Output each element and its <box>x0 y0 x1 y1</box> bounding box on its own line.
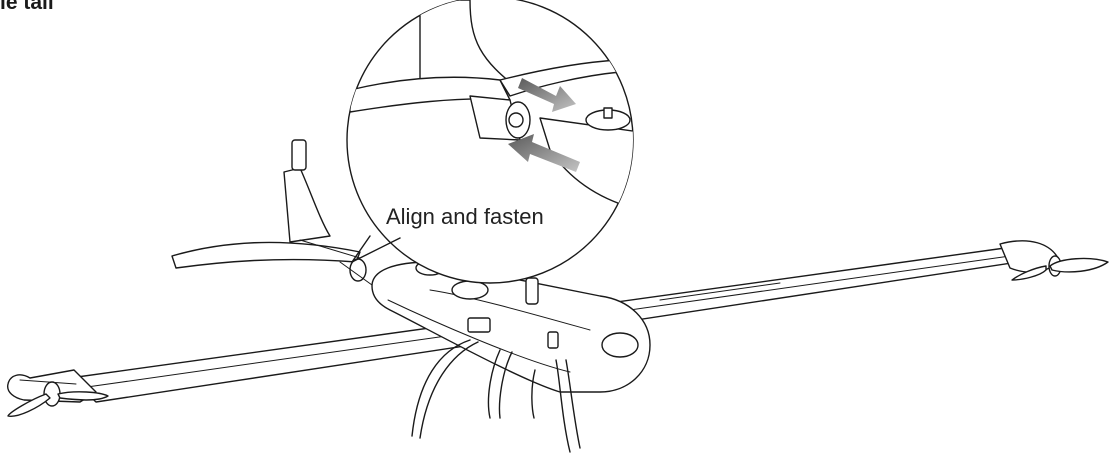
callout-pointer <box>351 235 401 263</box>
left-motor-pod <box>7 369 109 417</box>
right-motor-pod <box>999 240 1109 281</box>
align-arrow-top <box>518 78 576 112</box>
fuselage <box>371 260 651 393</box>
callout-label: Align and fasten <box>386 204 544 229</box>
align-arrow-bottom <box>508 134 580 172</box>
section-heading: le tail <box>0 0 54 14</box>
tail-assembly <box>171 139 373 286</box>
landing-gear <box>411 339 581 453</box>
